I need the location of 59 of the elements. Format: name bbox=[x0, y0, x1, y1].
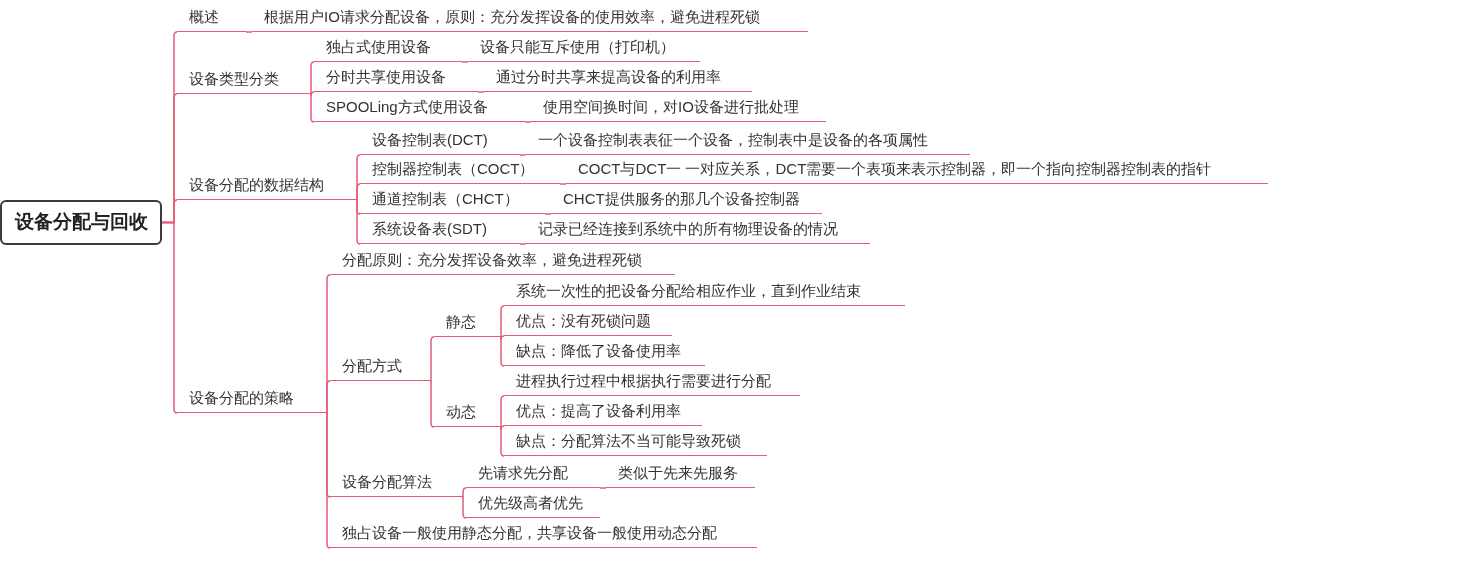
branch-topic: SPOOLing方式使用设备 bbox=[314, 94, 525, 122]
branch-line bbox=[161, 221, 178, 414]
branch-topic: 动态 bbox=[434, 399, 500, 427]
branch-line bbox=[524, 121, 532, 123]
branch-line bbox=[519, 154, 527, 156]
branch-topic: 优先级高者优先 bbox=[466, 490, 600, 518]
branch-topic: 分配方式 bbox=[330, 353, 430, 381]
branch-topic: 优点：提高了设备利用率 bbox=[504, 398, 702, 426]
branch-topic: 先请求先分配 bbox=[466, 460, 600, 488]
branch-line bbox=[544, 213, 552, 215]
branch-topic: COCT与DCT一 一对应关系，DCT需要一个表项来表示控制器，即一个指向控制器控制表的指针 bbox=[566, 156, 1268, 184]
branch-topic: 根据用户IO请求分配设备，原则：充分发挥设备的使用效率，避免进程死锁 bbox=[252, 4, 808, 32]
branch-topic: 通过分时共享来提高设备的利用率 bbox=[484, 64, 752, 92]
branch-line bbox=[355, 199, 361, 245]
branch-topic: 缺点：降低了设备使用率 bbox=[504, 338, 705, 366]
branch-line bbox=[429, 380, 435, 428]
branch-line bbox=[499, 305, 505, 338]
branch-topic: 记录已经连接到系统中的所有物理设备的情况 bbox=[526, 216, 870, 244]
branch-topic: 设备只能互斥使用（打印机） bbox=[468, 34, 700, 62]
branch-line bbox=[477, 91, 485, 93]
branch-topic: 分配原则：充分发挥设备效率，避免进程死锁 bbox=[330, 247, 675, 275]
branch-topic: 分时共享使用设备 bbox=[314, 64, 478, 92]
branch-topic: 设备类型分类 bbox=[177, 66, 310, 94]
branch-topic: 类似于先来先服务 bbox=[606, 460, 755, 488]
branch-line bbox=[355, 183, 361, 201]
branch-line bbox=[461, 61, 469, 63]
branch-topic: 独占式使用设备 bbox=[314, 34, 462, 62]
branch-topic: 独占设备一般使用静态分配，共享设备一般使用动态分配 bbox=[330, 520, 757, 548]
branch-line bbox=[325, 412, 331, 549]
branch-line bbox=[499, 426, 505, 457]
branch-line bbox=[461, 496, 467, 519]
branch-topic: 设备分配的策略 bbox=[177, 385, 326, 413]
branch-line bbox=[245, 31, 253, 33]
branch-line bbox=[559, 183, 567, 185]
branch-topic: 设备控制表(DCT) bbox=[360, 127, 520, 155]
branch-topic: 进程执行过程中根据执行需要进行分配 bbox=[504, 368, 800, 396]
branch-topic: 静态 bbox=[434, 309, 500, 337]
branch-line bbox=[325, 380, 331, 414]
branch-topic: 缺点：分配算法不当可能导致死锁 bbox=[504, 428, 767, 456]
branch-topic: 设备分配的数据结构 bbox=[177, 172, 356, 200]
branch-line bbox=[309, 93, 315, 123]
branch-line bbox=[499, 395, 505, 428]
branch-line bbox=[599, 487, 607, 489]
branch-topic: 设备分配算法 bbox=[330, 469, 462, 497]
branch-line bbox=[309, 61, 315, 95]
branch-topic: 一个设备控制表表征一个设备，控制表中是设备的各项属性 bbox=[526, 127, 970, 155]
central-topic: 设备分配与回收 bbox=[0, 200, 162, 245]
branch-line bbox=[499, 336, 505, 367]
branch-line bbox=[461, 487, 467, 498]
branch-line bbox=[429, 336, 435, 382]
branch-topic: 通道控制表（CHCT） bbox=[360, 186, 545, 214]
branch-topic: CHCT提供服务的那几个设备控制器 bbox=[551, 186, 822, 214]
branch-topic: 系统设备表(SDT) bbox=[360, 216, 520, 244]
branch-topic: 使用空间换时间，对IO设备进行批处理 bbox=[531, 94, 826, 122]
branch-topic: 系统一次性的把设备分配给相应作业，直到作业结束 bbox=[504, 278, 905, 306]
branch-topic: 概述 bbox=[177, 4, 246, 32]
branch-topic: 优点：没有死锁问题 bbox=[504, 308, 672, 336]
branch-line bbox=[519, 243, 527, 245]
branch-topic: 控制器控制表（COCT） bbox=[360, 156, 560, 184]
